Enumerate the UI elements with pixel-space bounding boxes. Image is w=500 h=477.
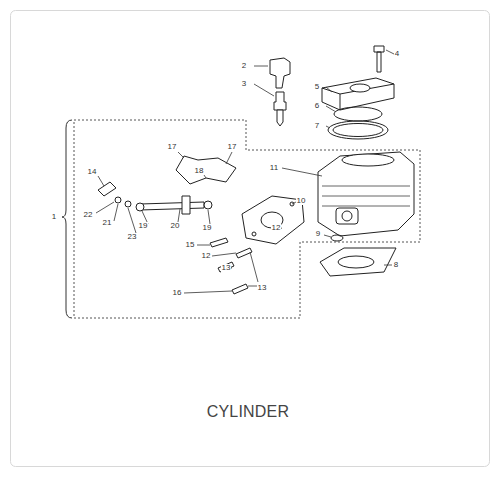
callout-number: 18 <box>194 167 205 175</box>
callout-number: 22 <box>83 211 94 219</box>
head-edge <box>322 84 394 110</box>
callout-number: 11 <box>269 164 279 172</box>
gasket-inner <box>333 124 383 137</box>
callout-number: 15 <box>185 241 196 249</box>
base-gasket-hole <box>338 256 374 268</box>
cooling-fins <box>322 186 410 206</box>
washer <box>204 201 212 209</box>
callout-number: 17 <box>227 143 238 151</box>
callout-number: 5 <box>314 83 320 91</box>
screw <box>232 284 248 294</box>
washer <box>136 203 144 211</box>
caption: CYLINDER <box>207 403 290 421</box>
assembly-outline <box>74 120 420 318</box>
callout-number: 3 <box>241 80 247 88</box>
callout-number: 12 <box>201 252 212 260</box>
callout-number: 13 <box>221 264 232 272</box>
head-boss <box>350 84 370 92</box>
callout-number: 6 <box>314 102 320 110</box>
shaft-collar <box>182 196 190 214</box>
callout-number: 9 <box>315 230 321 238</box>
callout-number: 23 <box>127 233 138 241</box>
callout-number: 21 <box>102 219 113 227</box>
callout-number: 17 <box>167 143 178 151</box>
callout-number: 8 <box>393 261 399 269</box>
lever <box>98 182 116 196</box>
spark-plug <box>274 92 286 110</box>
plug-cap <box>270 58 290 88</box>
parts <box>98 46 414 294</box>
callout-number: 20 <box>170 222 181 230</box>
washer <box>125 201 131 207</box>
callout-number: 4 <box>394 50 400 58</box>
bolt <box>374 46 384 72</box>
screw <box>210 238 228 247</box>
callout-number: 1 <box>51 213 57 221</box>
cylinder-block <box>318 152 414 236</box>
base-gasket <box>320 248 396 276</box>
bracket <box>176 156 236 184</box>
callout-number: 19 <box>202 224 213 232</box>
cylinder-head <box>322 78 394 110</box>
card-frame <box>11 11 490 467</box>
spring-pin <box>115 197 121 203</box>
callout-number: 2 <box>241 62 247 70</box>
port-hole <box>342 211 352 221</box>
callout-number: 19 <box>138 222 149 230</box>
screw <box>218 262 234 272</box>
exhaust-port <box>336 208 358 224</box>
flange-hole <box>252 232 256 236</box>
callout-number: 7 <box>314 122 320 130</box>
small-ring <box>331 235 343 241</box>
callout-number: 16 <box>172 289 183 297</box>
screw <box>236 248 252 258</box>
callout-number: 12 <box>271 224 282 232</box>
cylinder-bore <box>342 154 394 166</box>
spark-plug-thread <box>277 110 283 126</box>
callout-number: 13 <box>257 284 268 292</box>
assembly-brace <box>62 120 72 318</box>
head-gasket <box>328 121 388 139</box>
callout-number: 14 <box>87 168 98 176</box>
leader-lines <box>96 50 394 293</box>
shaft <box>140 202 204 210</box>
o-ring <box>334 107 382 121</box>
callout-number: 10 <box>296 197 307 205</box>
